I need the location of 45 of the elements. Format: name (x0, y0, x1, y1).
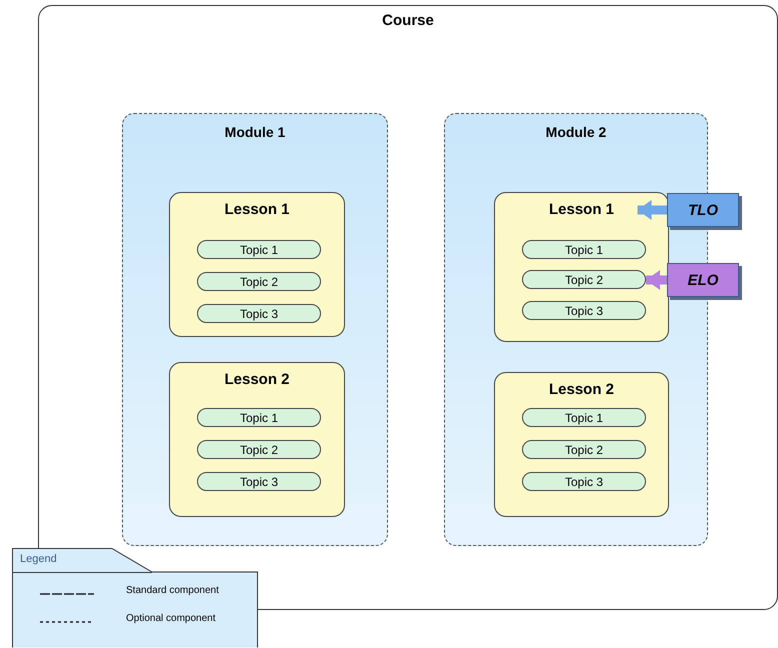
objective-tag (667, 193, 739, 227)
lesson-box (494, 192, 669, 342)
objective-label: ELO (686, 272, 720, 289)
topic-label: Topic 1 (238, 243, 280, 257)
topic-pill (197, 272, 321, 291)
topic-label: Topic 1 (238, 411, 280, 425)
heading: Module 1 (224, 124, 286, 140)
heading: Lesson 1 (223, 201, 291, 218)
topic-label: Topic 2 (238, 275, 280, 289)
topic-pill (522, 240, 646, 259)
topic-pill (522, 472, 646, 491)
lesson-box (169, 362, 345, 517)
topic-label: Topic 3 (238, 307, 280, 321)
topic-label: Topic 3 (238, 475, 280, 489)
block-arrow (638, 200, 667, 220)
topic-pill (522, 301, 646, 320)
module-panel (122, 113, 388, 546)
topic-pill (197, 240, 321, 259)
block-arrow (646, 270, 667, 290)
legend-title: Legend (20, 553, 57, 565)
legend-label: Standard component (126, 585, 219, 596)
topic-label: Topic 1 (564, 243, 604, 257)
topic-label: Topic 2 (238, 443, 280, 457)
topic-pill (522, 270, 646, 289)
heading: Lesson 2 (548, 381, 616, 398)
lesson-box (169, 192, 345, 337)
topic-label: Topic 2 (564, 273, 604, 287)
legend-label: Optional component (126, 613, 216, 624)
topic-pill (197, 472, 321, 491)
topic-label: Topic 3 (564, 304, 604, 318)
topic-pill (522, 408, 646, 427)
topic-pill (522, 440, 646, 459)
heading: Course (381, 12, 435, 29)
topic-label: Topic 1 (564, 411, 604, 425)
topic-pill (197, 440, 321, 459)
objective-tag (667, 263, 739, 297)
topic-label: Topic 3 (564, 475, 604, 489)
heading: Lesson 1 (548, 201, 616, 218)
heading: Module 2 (544, 124, 608, 140)
topic-pill (197, 304, 321, 323)
heading: Lesson 2 (223, 371, 291, 388)
topic-pill (197, 408, 321, 427)
objective-label: TLO (687, 202, 719, 219)
lesson-box (494, 372, 669, 517)
topic-label: Topic 2 (564, 443, 604, 457)
